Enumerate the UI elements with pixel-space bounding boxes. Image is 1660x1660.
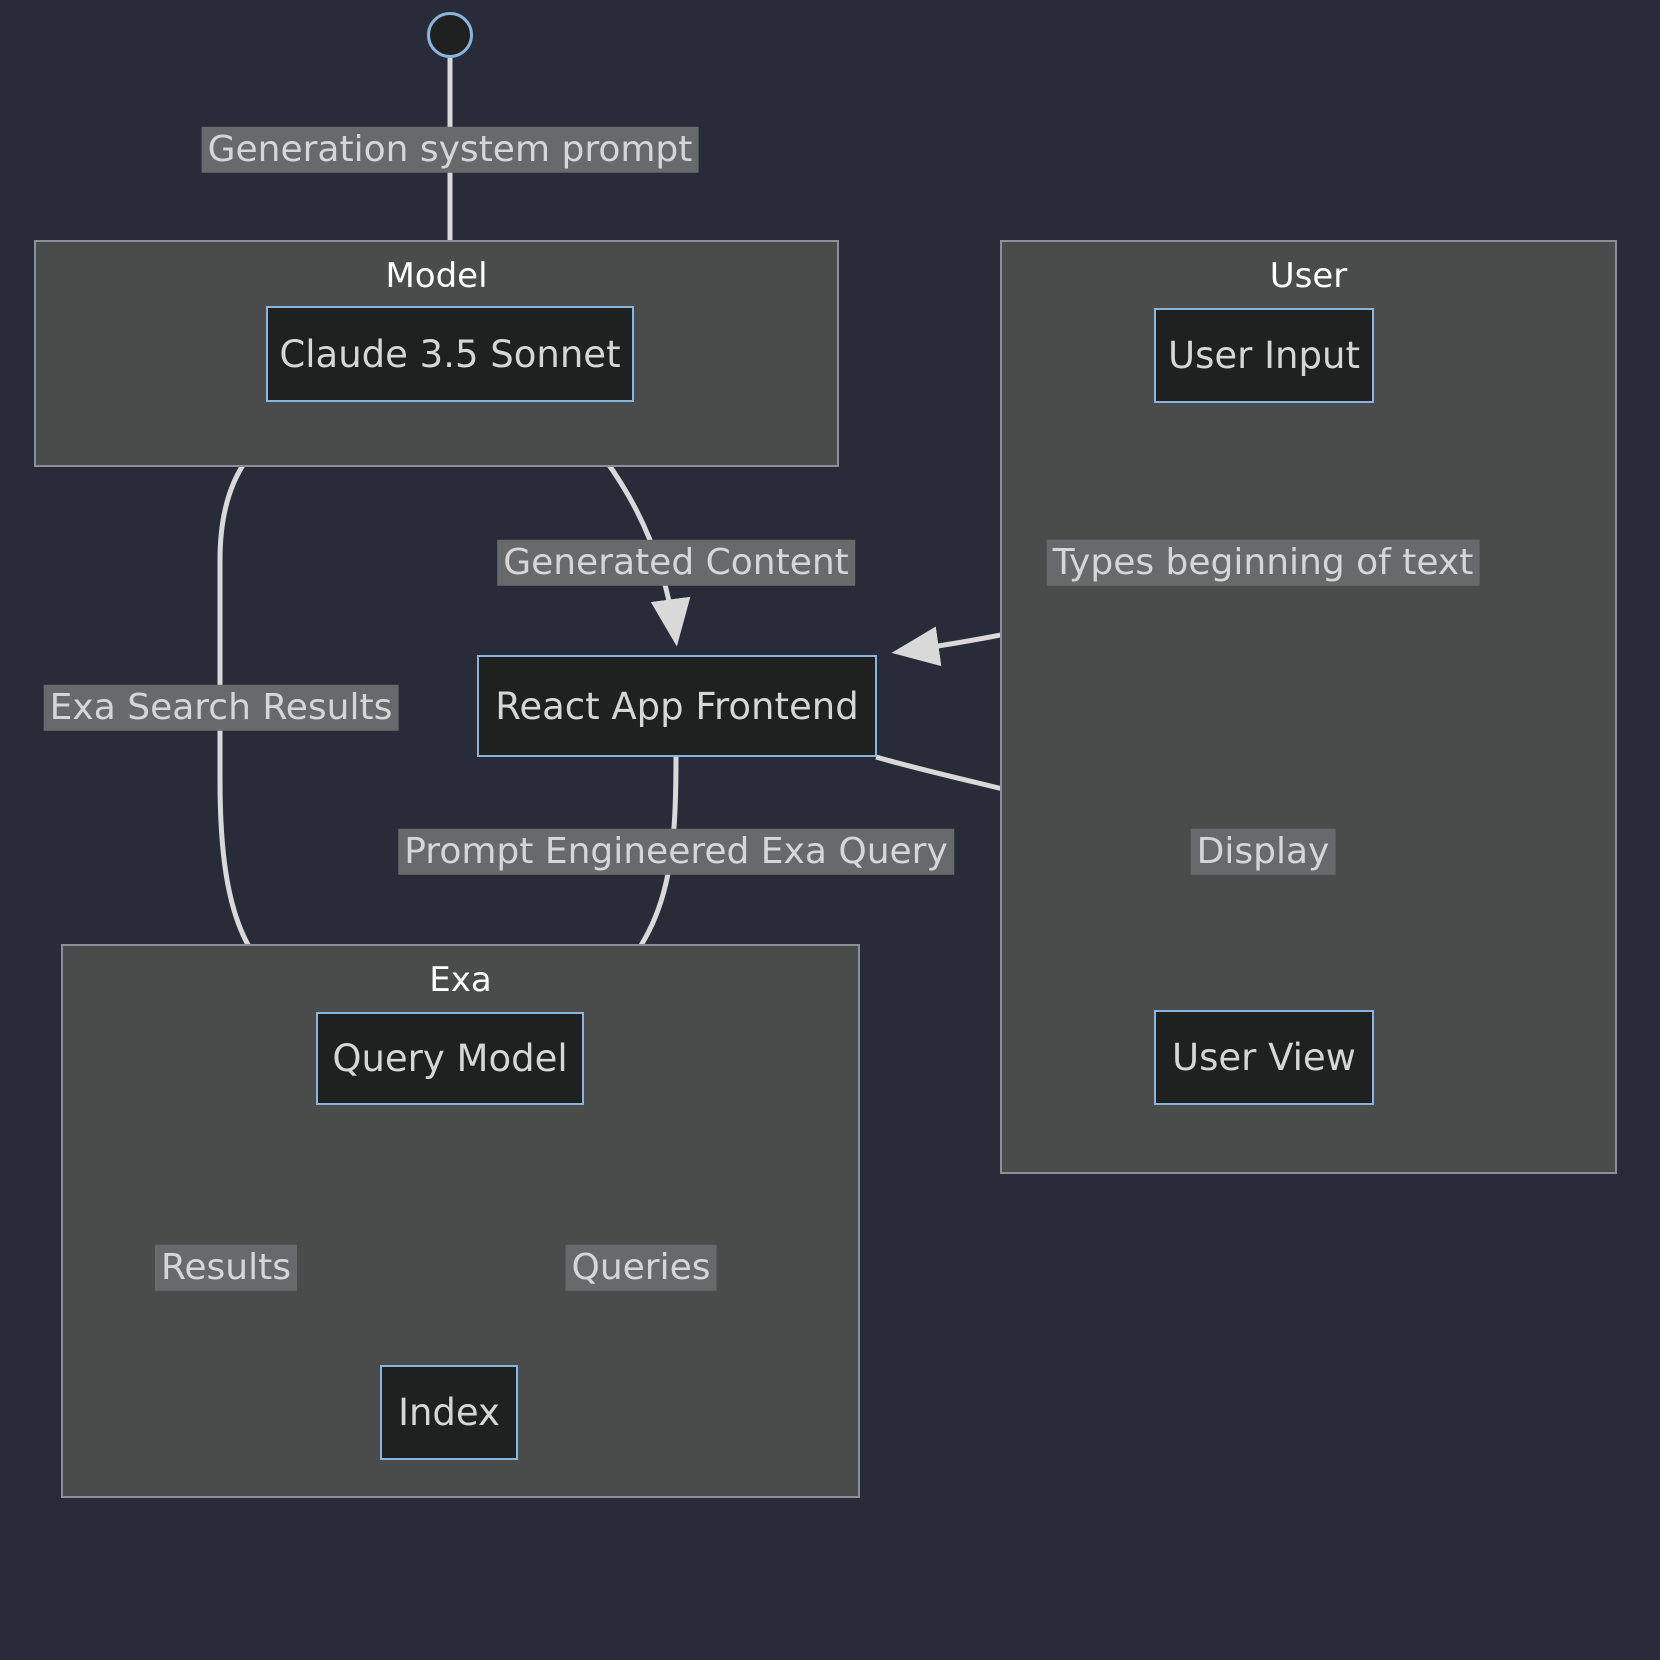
edge-label-types-beginning-of-text: Types beginning of text (1046, 539, 1480, 587)
node-claude-3-5-sonnet[interactable]: Claude 3.5 Sonnet (266, 306, 634, 402)
node-index[interactable]: Index (380, 1365, 518, 1460)
cluster-exa-title: Exa (429, 960, 492, 1000)
node-user-view-label: User View (1172, 1036, 1356, 1079)
node-query-model[interactable]: Query Model (316, 1012, 584, 1105)
edge-label-display: Display (1190, 828, 1336, 876)
edge-label-generation-system-prompt: Generation system prompt (201, 126, 699, 174)
node-react-app-frontend[interactable]: React App Frontend (477, 655, 877, 757)
cluster-model-title: Model (385, 256, 488, 296)
edge-label-generated-content: Generated Content (497, 539, 855, 587)
start-node[interactable] (427, 12, 473, 58)
edge-label-queries: Queries (565, 1244, 717, 1292)
node-index-label: Index (398, 1391, 500, 1434)
node-query-model-label: Query Model (332, 1037, 568, 1080)
edge-label-results: Results (155, 1244, 297, 1292)
cluster-model: Model (34, 240, 839, 467)
node-user-input-label: User Input (1168, 334, 1360, 377)
node-react-label: React App Frontend (495, 684, 859, 728)
cluster-user-title: User (1269, 256, 1348, 296)
node-claude-label: Claude 3.5 Sonnet (279, 332, 621, 376)
node-user-view[interactable]: User View (1154, 1010, 1374, 1105)
node-user-input[interactable]: User Input (1154, 308, 1374, 403)
edge-label-prompt-engineered-exa-query: Prompt Engineered Exa Query (398, 828, 954, 876)
edge-label-exa-search-results: Exa Search Results (43, 684, 399, 732)
